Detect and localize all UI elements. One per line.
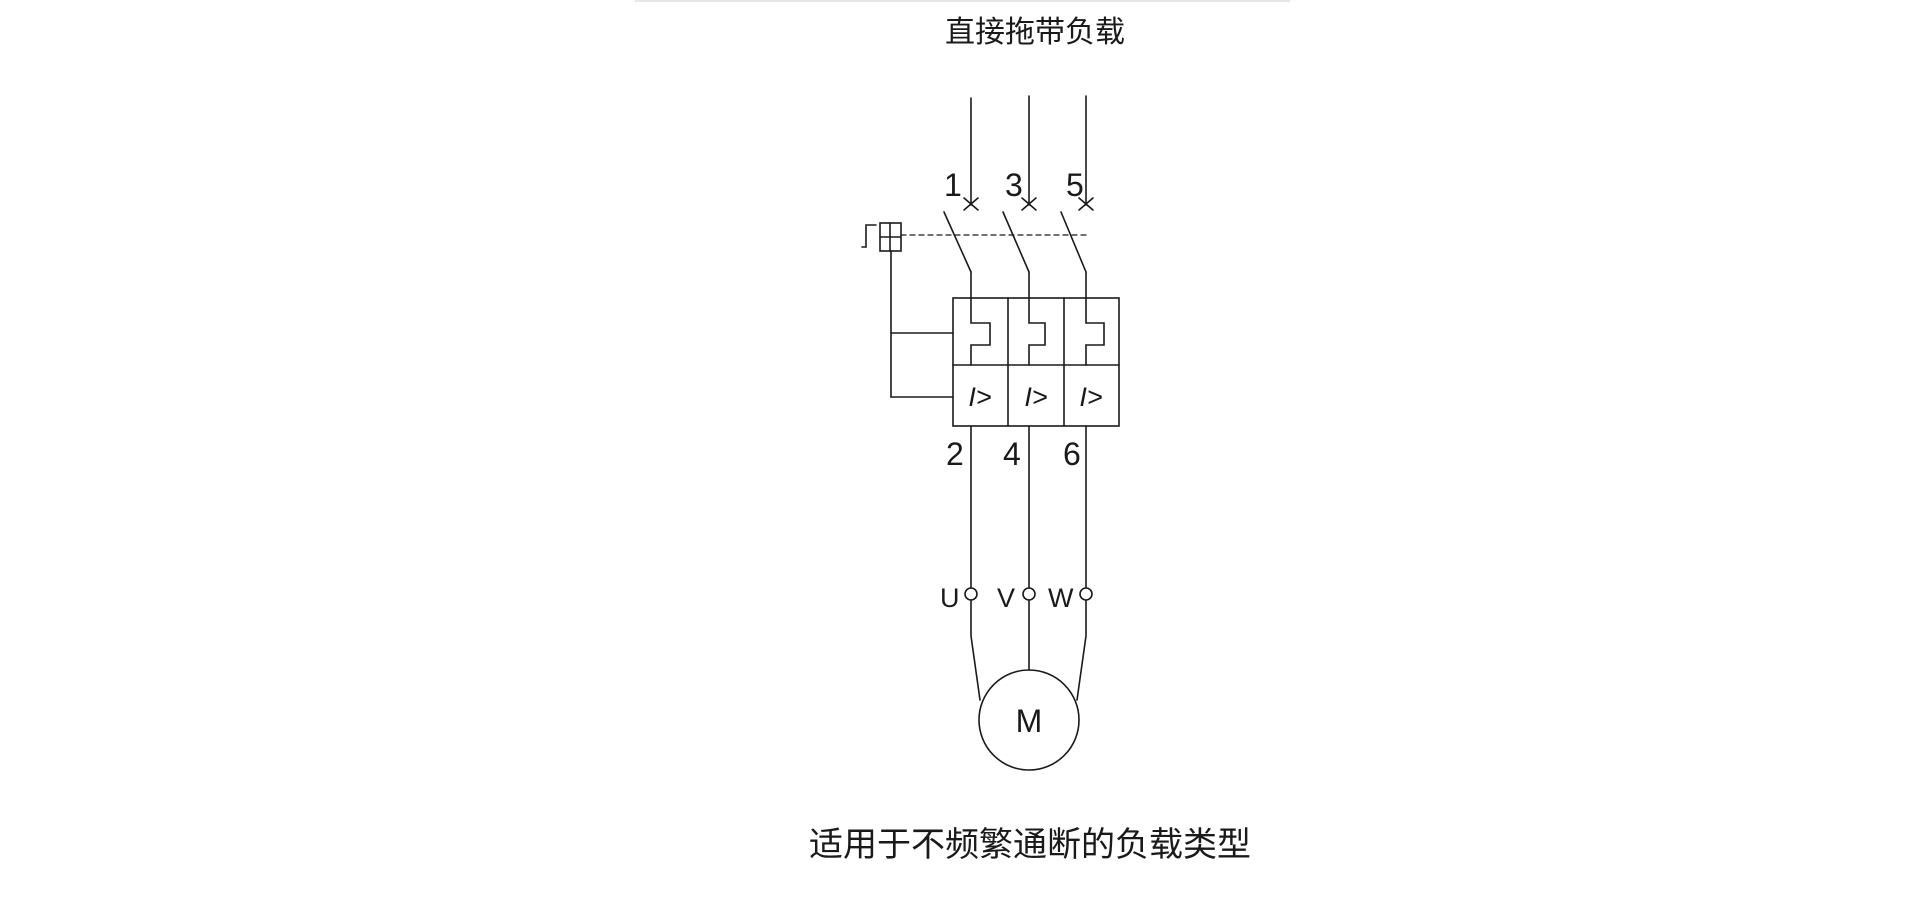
contact-mark-3 [1021, 197, 1037, 211]
phase-label-v: V [997, 583, 1015, 613]
diagram-title: 直接拖带负载 [945, 15, 1125, 50]
operating-handle-symbol [861, 222, 902, 252]
top-divider [635, 0, 1290, 2]
terminal-label-5: 5 [1066, 167, 1084, 203]
motor-label: M [1016, 703, 1043, 739]
trip-symbol-2: I> [1024, 382, 1047, 412]
motor-lead-u [970, 599, 981, 701]
terminal-label-3: 3 [1005, 167, 1023, 203]
terminal-label-4: 4 [1003, 436, 1021, 472]
terminal-label-6: 6 [1063, 436, 1081, 472]
phase-label-w: W [1048, 583, 1074, 613]
terminal-label-2: 2 [946, 436, 964, 472]
switch-blade-2 [1002, 211, 1030, 273]
terminal-label-1: 1 [944, 167, 962, 203]
switch-blade-1 [943, 211, 972, 273]
trip-symbol-1: I> [968, 382, 991, 412]
thermal-element-3 [1085, 297, 1105, 366]
contact-mark-5 [1078, 197, 1094, 211]
thermal-element-1 [970, 297, 991, 366]
thermal-element-2 [1028, 297, 1046, 366]
diagram-caption: 适用于不频繁通断的负载类型 [809, 825, 1251, 865]
motor-symbol [978, 669, 1080, 771]
terminal-w [1079, 587, 1093, 601]
protection-block [952, 297, 1120, 427]
contact-mark-1 [963, 197, 979, 211]
terminal-u [964, 587, 978, 601]
trip-symbol-3: I> [1079, 382, 1102, 412]
switch-blade-3 [1060, 211, 1087, 273]
phase-label-u: U [940, 583, 960, 613]
terminal-v [1022, 587, 1036, 601]
motor-lead-w [1076, 599, 1087, 701]
